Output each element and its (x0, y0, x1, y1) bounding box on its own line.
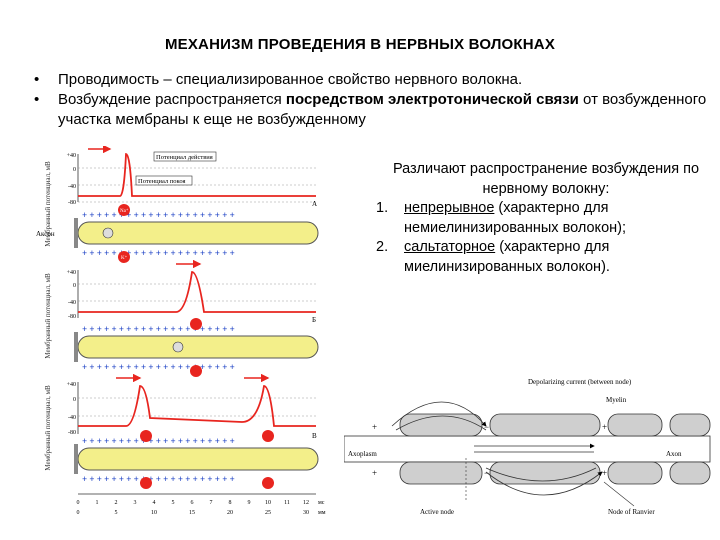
axis-tick: 15 (189, 510, 195, 516)
charges-bottom: + + + + + + + + + + + + + + + + + + + + … (82, 248, 235, 258)
charges-bottom: + + + + + + + + + + + + + + + + + + + + … (82, 362, 235, 372)
charge-sign: + (602, 422, 607, 432)
ylabel: Мембранный потенциал, мВ (44, 161, 52, 247)
types-heading: Различают распространение возбуждения по… (392, 161, 700, 197)
tick-label: +40 (67, 270, 76, 276)
axis-tick: 3 (134, 500, 137, 506)
axis-tick: 12 (303, 500, 309, 506)
axis-tick: 2 (115, 500, 118, 506)
type-item: 2. сальтаторное (характерно для миелиниз… (376, 238, 706, 277)
label-node-of-ranvier: Node of Ranvier (608, 508, 655, 516)
tick-label: 0 (73, 167, 76, 173)
axis-tick: 9 (248, 500, 251, 506)
tick-label: +40 (67, 153, 76, 159)
bullet-text: Проводимость – специализированное свойст… (58, 71, 523, 88)
ion-label: K⁺ (121, 255, 128, 261)
item-desc: (характерно для миелинизированных волоко… (404, 239, 610, 275)
tick-label: -40 (68, 415, 76, 421)
bullet-dot-icon: • (34, 71, 40, 88)
panel-letter: В (312, 432, 317, 440)
bullet-item: • Возбуждение распространяется посредств… (28, 90, 708, 130)
bullet-text-bold: посредством электротонической связи (285, 91, 579, 108)
axis-unit: мм (318, 510, 326, 516)
time-axis: 0 1 2 3 4 5 6 7 8 9 10 11 12 мс 0 5 10 1… (77, 493, 326, 516)
axis-tick: 4 (153, 500, 156, 506)
tick-label: +40 (67, 382, 76, 388)
propagation-types: Различают распространение возбуждения по… (376, 160, 706, 277)
axon-segment-2: + + + + + + + + + + + + + + + + + + + + … (74, 318, 319, 377)
label-axon: Axon (666, 450, 682, 458)
ylabel: Мембранный потенциал, мВ (44, 273, 52, 359)
panel-graph-3: Мембранный потенциал, мВ +40 0 -40 -80 В (44, 373, 317, 471)
label-active-node: Active node (420, 508, 454, 516)
charge-sign: + (602, 468, 607, 478)
myelin-top (399, 413, 711, 437)
axis-tick: 8 (229, 500, 232, 506)
item-term: сальтаторное (404, 239, 496, 255)
item-desc: (характерно для немиелинизированных воло… (404, 200, 626, 236)
axon-segment-3: + + + + + + + + + + + + + + + + + + + + … (74, 430, 319, 489)
charge-sign: + (372, 422, 377, 432)
bullet-text-suffix: от возбужденного участка мембраны к еще … (58, 91, 707, 128)
axis-tick: 10 (265, 500, 271, 506)
slide-title: МЕХАНИЗМ ПРОВЕДЕНИЯ В НЕРВНЫХ ВОЛОКНАХ (164, 36, 556, 53)
panel-graph-2: Мембранный потенциал, мВ +40 0 -40 -80 Б (44, 259, 316, 359)
axis-tick: 5 (172, 500, 175, 506)
panel-letter: А (312, 200, 317, 208)
axis-tick: 10 (151, 510, 157, 516)
axis-tick: 0 (77, 510, 80, 516)
axon-segment-1: Аксон + + + + + + + + + + + + + + + + + … (36, 204, 319, 263)
continuous-conduction-figure: Мембранный потенциал, мВ +40 0 -40 -80 П… (36, 146, 326, 516)
saltatory-conduction-figure: Depolarizing current (between node) Myel… (344, 378, 711, 516)
label-axoplasm: Axoplasm (348, 450, 377, 458)
axis-tick: 20 (227, 510, 233, 516)
tick-label: 0 (73, 283, 76, 289)
charge-sign: − (484, 422, 489, 432)
item-number: 2. (376, 239, 389, 255)
ylabel: Мембранный потенциал, мВ (44, 385, 52, 471)
axon-core (344, 435, 711, 463)
tick-label: -80 (68, 314, 76, 320)
tick-label: -40 (68, 184, 76, 190)
charges-top: + + + + + + + + + + + + + + + + + + + + … (82, 324, 235, 334)
ion-label: Na⁺ (120, 208, 129, 214)
axis-tick: 6 (191, 500, 194, 506)
axis-tick: 30 (303, 510, 309, 516)
myelin-bottom (399, 461, 711, 485)
tick-label: -80 (68, 430, 76, 436)
panel-letter: Б (312, 316, 316, 324)
axon-label: Аксон (36, 230, 55, 238)
item-term: непрерывное (404, 200, 495, 216)
charge-sign: + (372, 468, 377, 478)
legend-resting-potential: Потенциал покоя (138, 178, 186, 185)
tick-label: -40 (68, 300, 76, 306)
charge-sign: − (484, 468, 489, 478)
axis-tick: 7 (210, 500, 213, 506)
axis-unit: мс (318, 500, 325, 506)
charges-bottom: + + + + + + + + + + + + + + + + + + + + … (82, 474, 235, 484)
type-item: 1. непрерывное (характерно для немиелини… (376, 199, 706, 238)
axis-tick: 5 (115, 510, 118, 516)
item-number: 1. (376, 200, 389, 216)
charges-top: + + + + + + + + + + + + + + + + + + + + … (82, 436, 235, 446)
panel-graph-1: Мембранный потенциал, мВ +40 0 -40 -80 П… (44, 146, 317, 247)
charges-top: + + + + + + + + + + + + + + + + + + + + … (82, 210, 235, 220)
axis-tick: 11 (284, 500, 290, 506)
axis-tick: 25 (265, 510, 271, 516)
label-depolarizing-current: Depolarizing current (between node) (528, 378, 632, 386)
label-myelin: Myelin (606, 396, 627, 404)
tick-label: -80 (68, 200, 76, 206)
bullet-text-prefix: Возбуждение распространяется (58, 91, 286, 108)
legend-action-potential: Потенциал действия (156, 154, 213, 161)
bullet-item: • Проводимость – специализированное свой… (28, 70, 708, 90)
axis-tick: 0 (77, 500, 80, 506)
bullet-list: • Проводимость – специализированное свой… (28, 70, 708, 130)
axis-tick: 1 (96, 500, 99, 506)
bullet-dot-icon: • (34, 91, 40, 108)
tick-label: 0 (73, 397, 76, 403)
